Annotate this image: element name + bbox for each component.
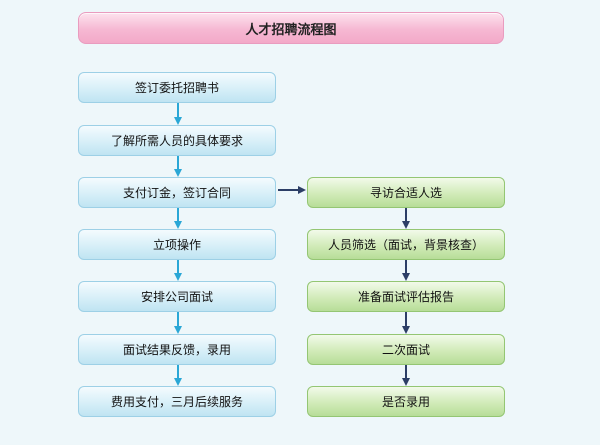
- left-step-6: 面试结果反馈，录用: [78, 334, 276, 365]
- right-step-2: 人员筛选（面试，背景核查）: [307, 229, 505, 260]
- left-step-2: 了解所需人员的具体要求: [78, 125, 276, 156]
- left-step-1: 签订委托招聘书: [78, 72, 276, 103]
- left-step-5: 安排公司面试: [78, 281, 276, 312]
- left-step-3: 支付订金，签订合同: [78, 177, 276, 208]
- left-step-4: 立项操作: [78, 229, 276, 260]
- diagram-title: 人才招聘流程图: [78, 12, 504, 44]
- right-step-3: 准备面试评估报告: [307, 281, 505, 312]
- right-step-5: 是否录用: [307, 386, 505, 417]
- left-step-7: 费用支付，三月后续服务: [78, 386, 276, 417]
- right-step-1: 寻访合适人选: [307, 177, 505, 208]
- right-step-4: 二次面试: [307, 334, 505, 365]
